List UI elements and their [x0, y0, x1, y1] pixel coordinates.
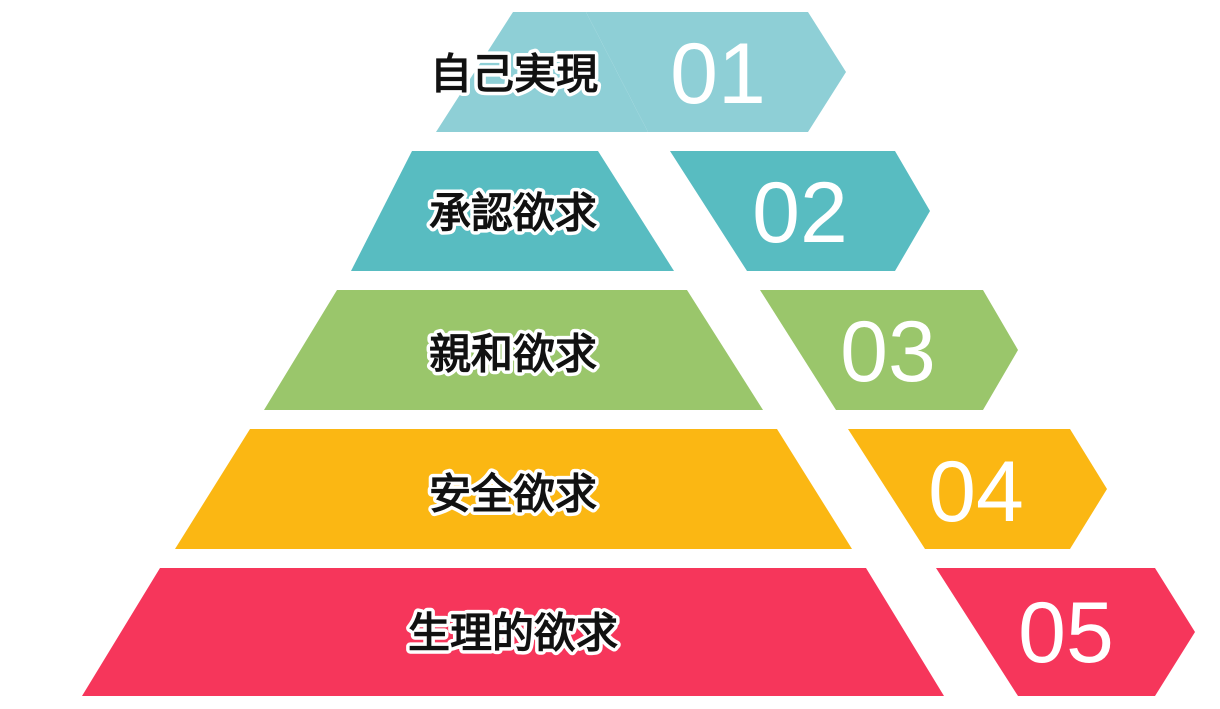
tier-3-arrow [760, 290, 1018, 410]
tier-5-number: 05 [1018, 585, 1114, 681]
tier-4-label: 安全欲求 [429, 470, 597, 519]
tier-2-number: 02 [752, 165, 848, 261]
tier-2-arrow [670, 151, 930, 271]
tier-2-band [351, 151, 674, 271]
tier-1-band [436, 12, 648, 132]
tier-4: 安全欲求 04 [175, 429, 1107, 549]
tier-3-number: 03 [840, 304, 936, 400]
tier-3: 親和欲求 03 [264, 290, 1018, 410]
tier-5-label: 生理的欲求 [408, 609, 618, 658]
tier-5-arrow [936, 568, 1195, 696]
tier-1-number: 01 [670, 26, 766, 122]
tier-4-arrow [848, 429, 1107, 549]
tier-4-number: 04 [928, 444, 1024, 540]
tier-1-label: 自己実現 [430, 50, 598, 99]
tier-1-arrow [586, 12, 846, 132]
tier-2-label: 承認欲求 [429, 189, 597, 238]
tier-1: 自己実現 01 [426, 12, 846, 132]
tier-3-label: 親和欲求 [429, 330, 597, 379]
tier-5: 生理的欲求 05 [82, 568, 1195, 696]
tier-4-band [175, 429, 852, 549]
tier-3-band [264, 290, 763, 410]
tier-2: 承認欲求 02 [351, 151, 930, 271]
tier-5-band [82, 568, 944, 696]
